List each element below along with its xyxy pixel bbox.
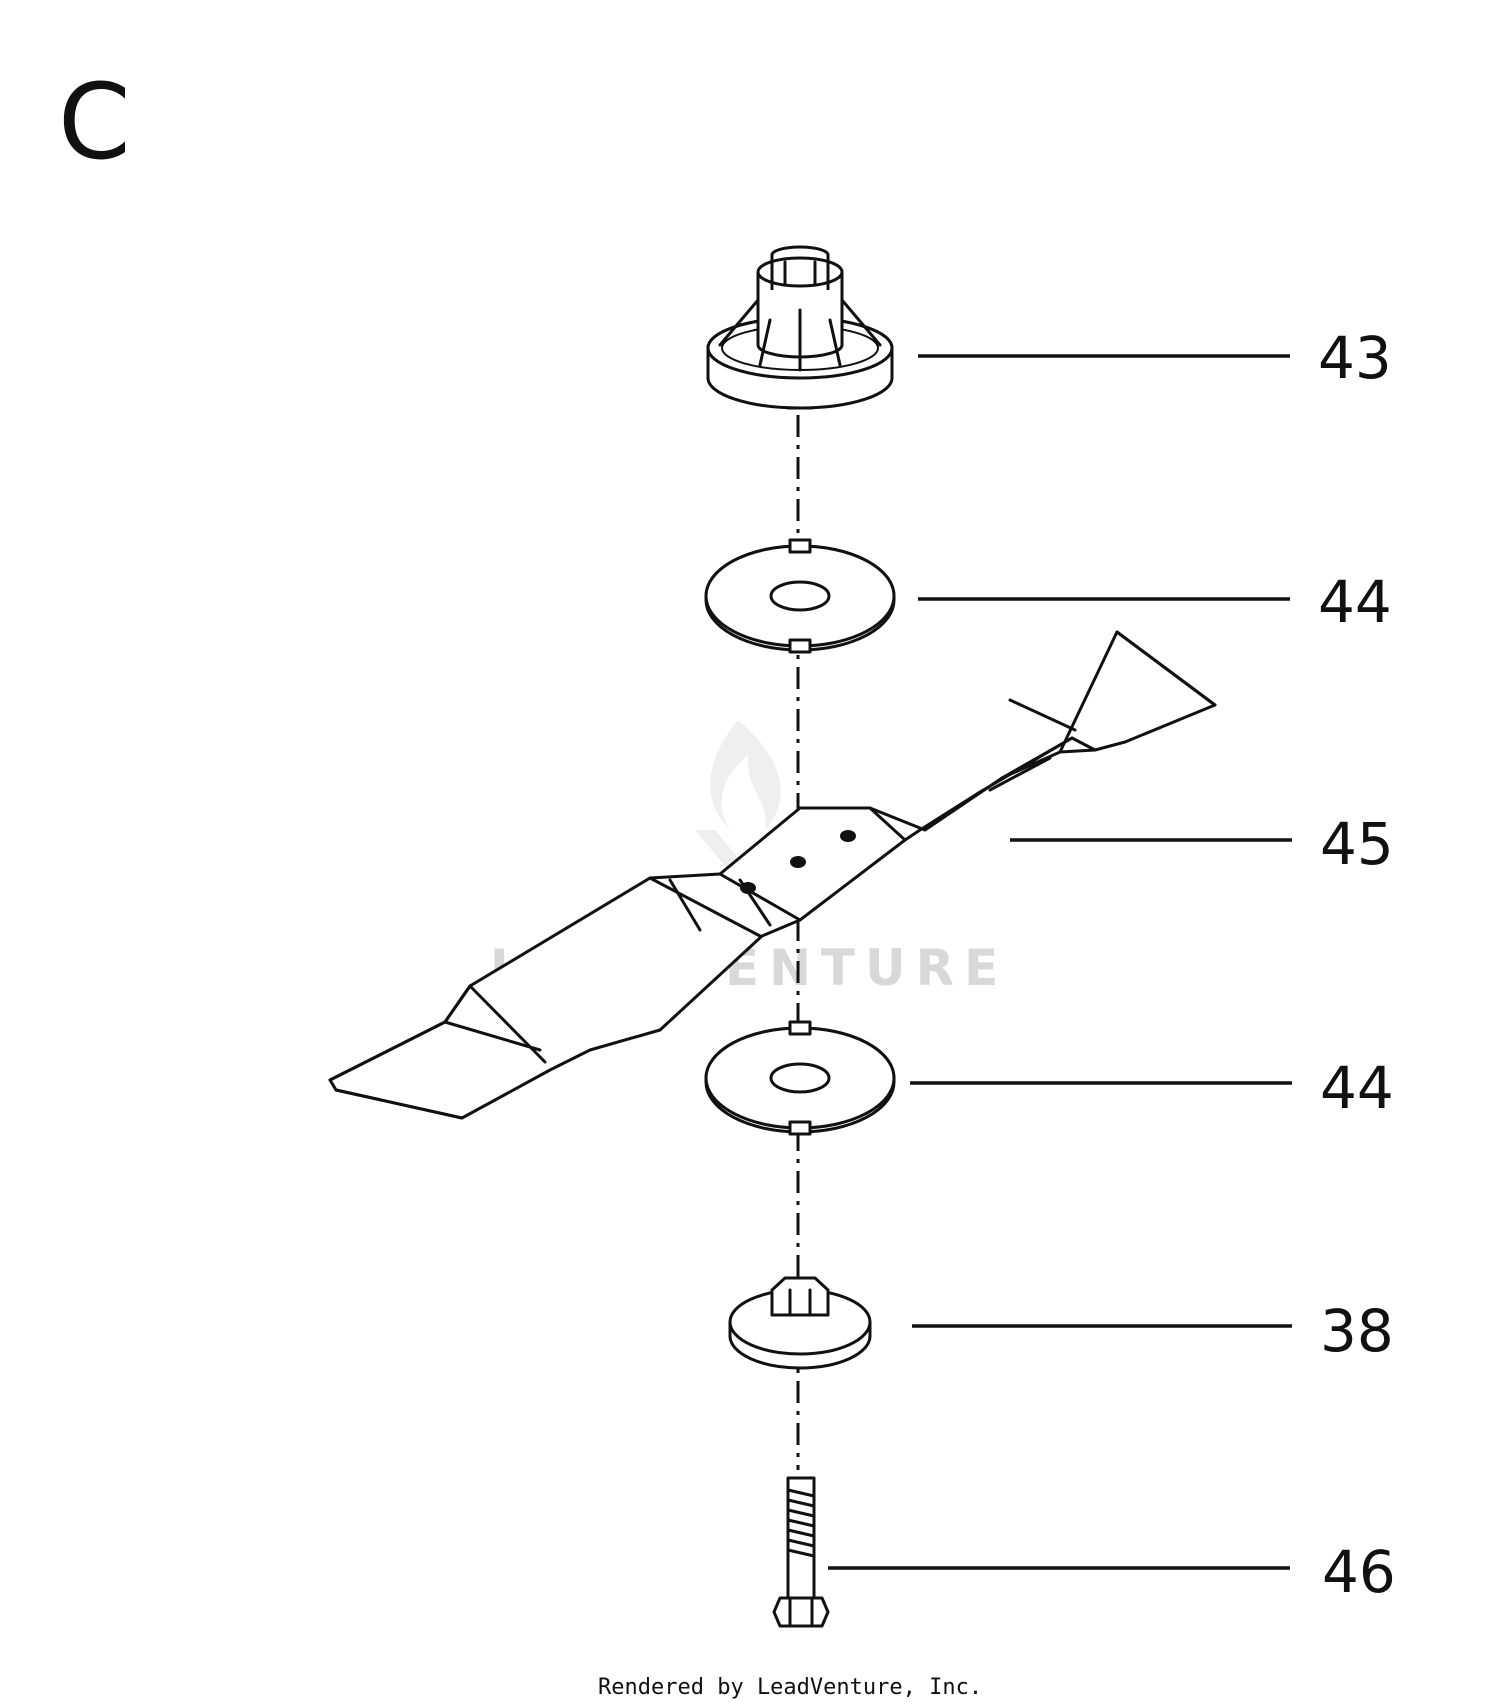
- part-43-blade-adapter: [706, 245, 894, 410]
- part-38-nut-washer: [728, 1276, 872, 1370]
- part-44-washer-lower: [704, 1020, 896, 1136]
- callout-38: 38: [1320, 1297, 1394, 1365]
- part-45-mower-blade: [328, 630, 1217, 1120]
- callout-43: 43: [1318, 324, 1392, 392]
- callout-44-lower: 44: [1320, 1054, 1394, 1122]
- part-44-washer-upper: [704, 538, 896, 654]
- callout-44-upper: 44: [1318, 568, 1392, 636]
- callout-46: 46: [1322, 1538, 1396, 1606]
- part-46-bolt: [772, 1476, 830, 1628]
- callout-45: 45: [1320, 810, 1394, 878]
- footer-credit: Rendered by LeadVenture, Inc.: [598, 1675, 982, 1700]
- section-letter: C: [58, 61, 131, 183]
